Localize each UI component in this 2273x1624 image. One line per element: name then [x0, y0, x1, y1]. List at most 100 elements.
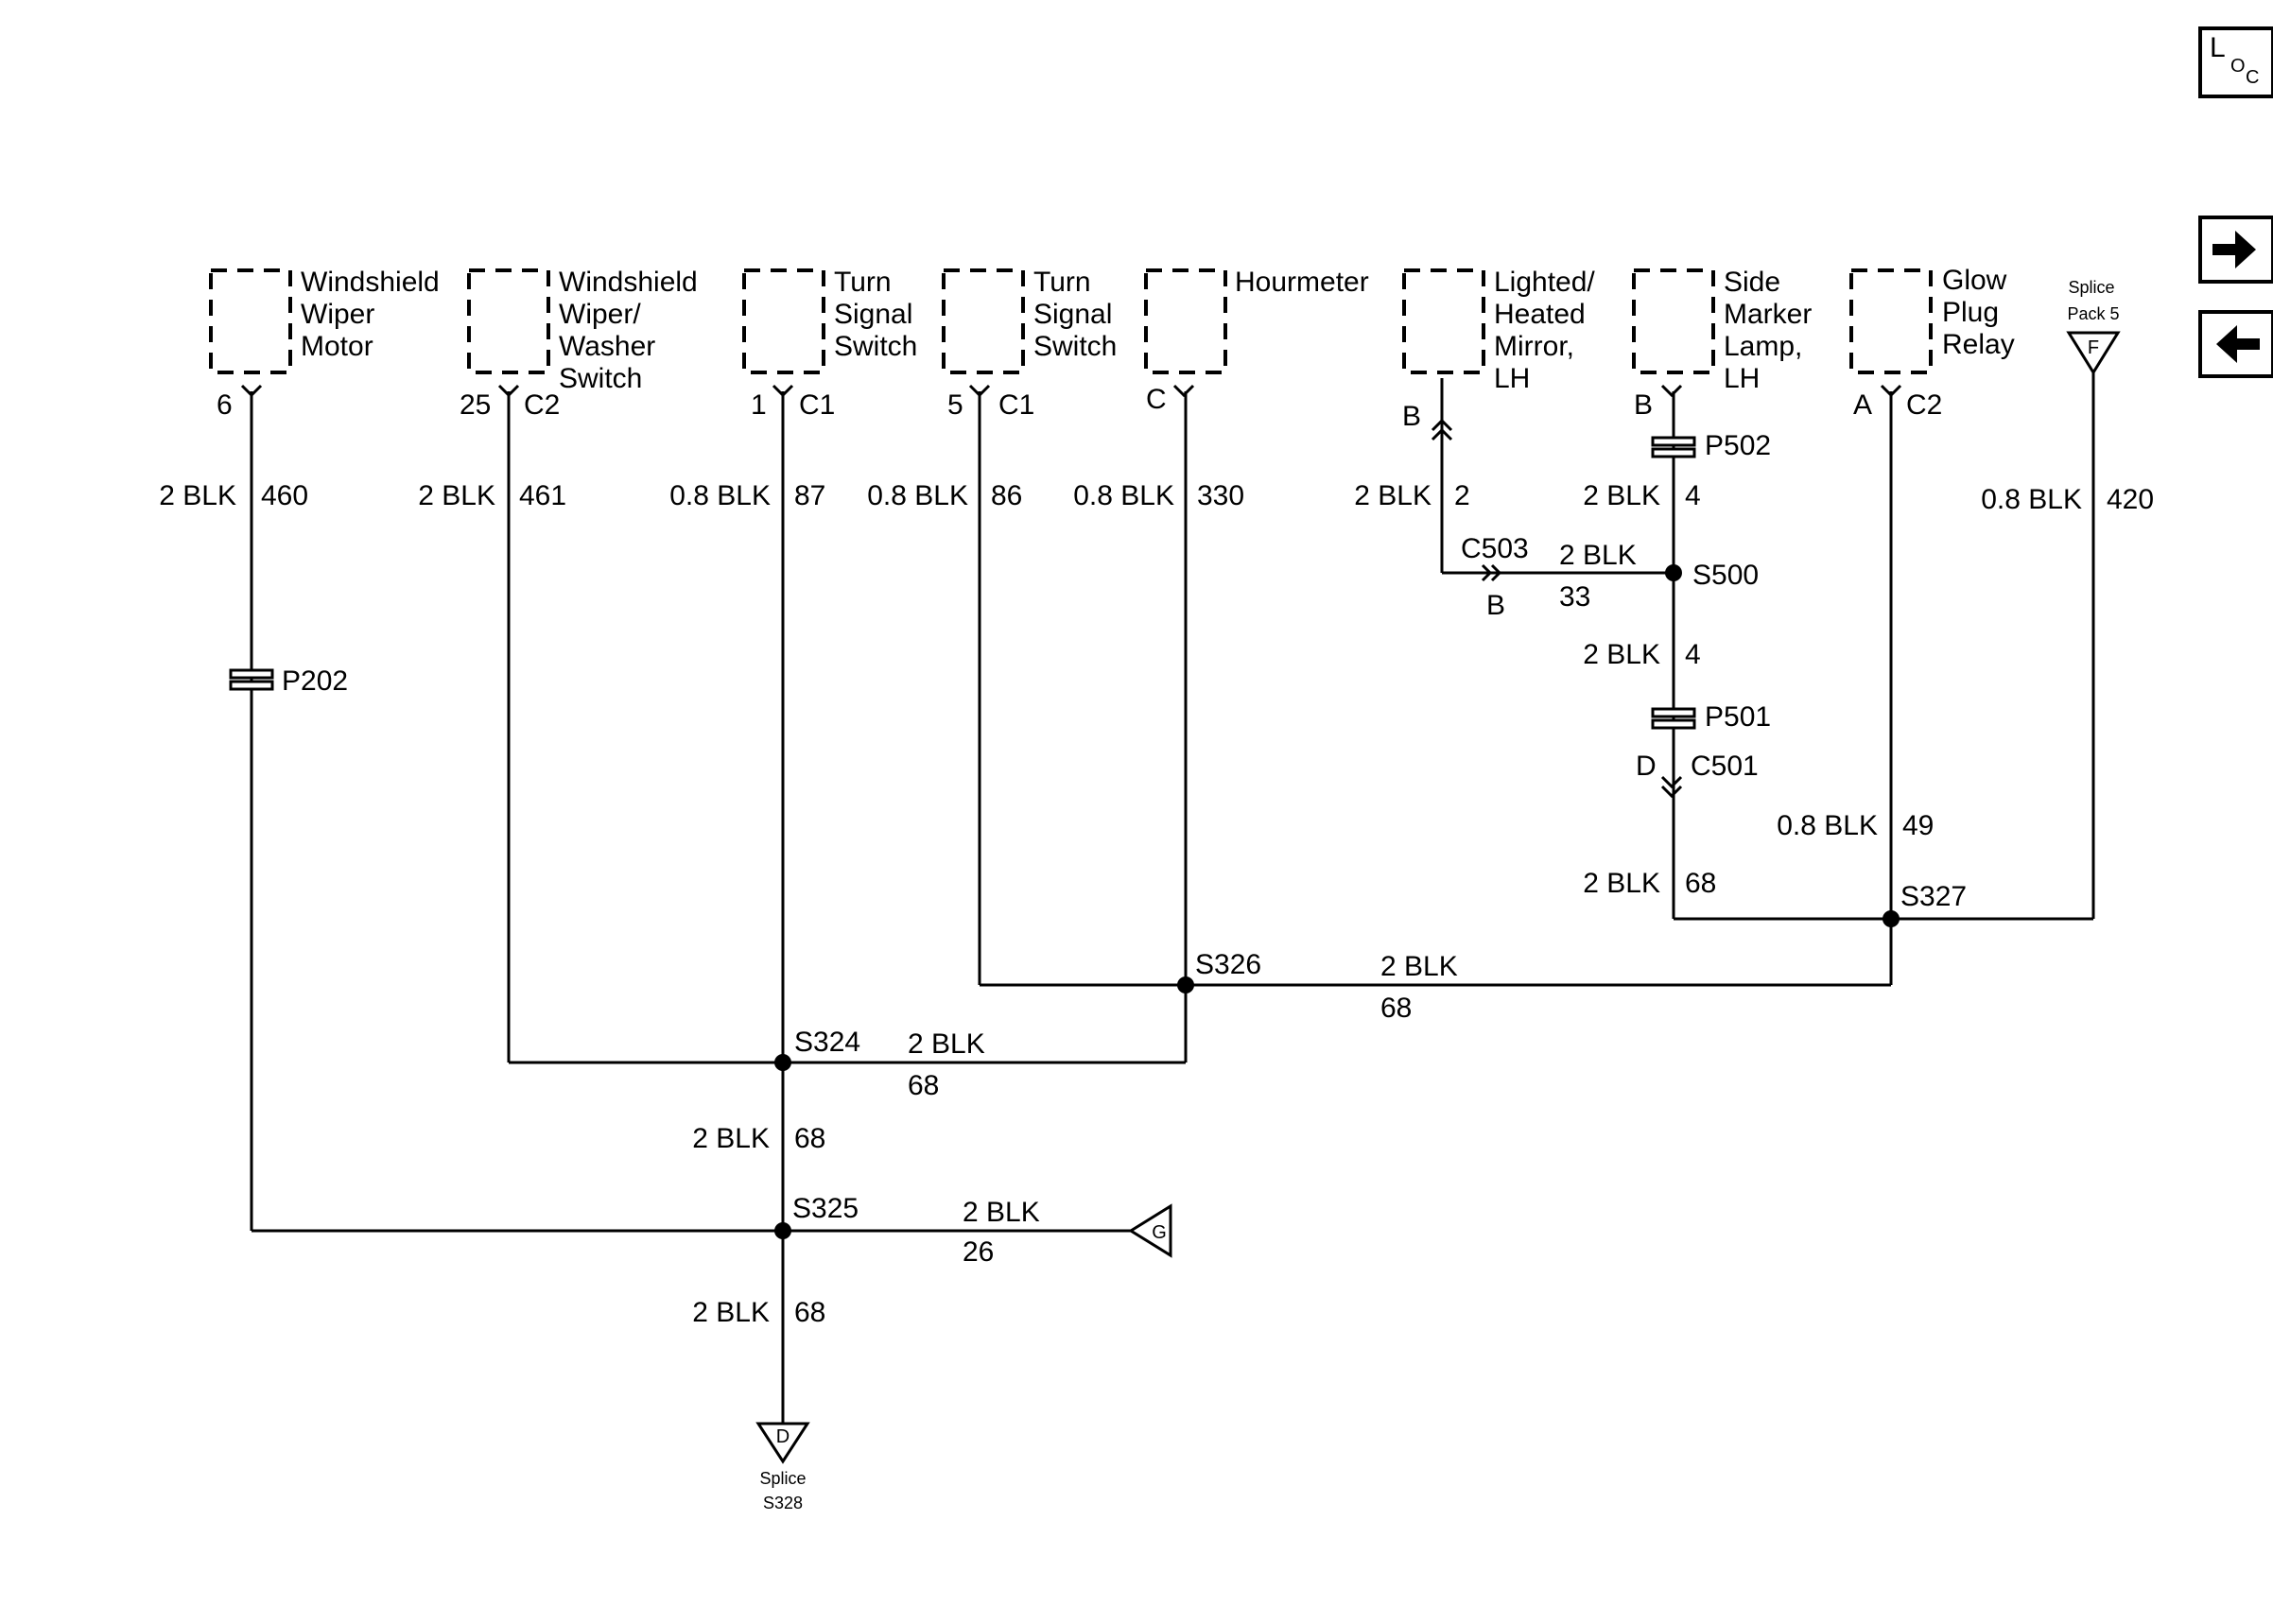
wire-spec: 2 BLK	[1559, 540, 1637, 571]
pin-label: B	[1402, 401, 1421, 432]
component-label: Motor	[301, 331, 373, 362]
p202-label: P202	[282, 665, 348, 697]
wire-spec: 2 BLK	[692, 1297, 770, 1328]
component-label: Glow	[1942, 265, 2007, 296]
ground-g-reference[interactable]: G	[1128, 1203, 1172, 1258]
inline-p501[interactable]: P501	[1651, 701, 1771, 733]
component-label: Signal	[834, 299, 912, 330]
component-side-marker[interactable]: Side Marker Lamp, LH B	[1632, 267, 1812, 421]
component-label: Relay	[1942, 329, 2015, 360]
component-label: Hourmeter	[1235, 267, 1369, 298]
svg-text:C: C	[2246, 67, 2259, 88]
component-label: LH	[1724, 363, 1760, 394]
splice-pack-letter: F	[2088, 337, 2099, 358]
component-label: Marker	[1724, 299, 1812, 330]
pin-label: 5	[947, 389, 963, 421]
wire-spec: 2 BLK	[1380, 951, 1458, 982]
component-glow-plug-relay[interactable]: Glow Plug Relay A C2	[1849, 265, 2015, 421]
splice-s500[interactable]: S500	[1665, 560, 1759, 591]
wire-spec: 2 BLK	[159, 480, 236, 511]
p502-label: P502	[1705, 430, 1771, 461]
p501-label: P501	[1705, 701, 1771, 733]
wire-circuit: 68	[794, 1123, 825, 1154]
wire-spec: 2 BLK	[1583, 480, 1660, 511]
wire-spec: 0.8 BLK	[1777, 810, 1878, 841]
splice-pack-5[interactable]: Splice Pack 5 F	[2066, 278, 2121, 375]
component-label: Washer	[559, 331, 655, 362]
arrow-left-icon	[2216, 325, 2260, 363]
connector-label: C1	[799, 389, 835, 421]
reference-label: S328	[763, 1494, 803, 1512]
wire-spec: 2 BLK	[908, 1028, 985, 1060]
next-button[interactable]	[2198, 216, 2273, 284]
pin-label: A	[1853, 389, 1872, 421]
wire-circuit: 460	[261, 480, 308, 511]
inline-p502[interactable]: P502	[1651, 430, 1771, 461]
component-label: Wiper	[301, 299, 374, 330]
component-label: Lighted/	[1494, 267, 1595, 298]
component-wiper-washer-switch[interactable]: Windshield Wiper/ Washer Switch 25 C2	[460, 267, 698, 421]
component-label: Mirror,	[1494, 331, 1574, 362]
wire-circuit: 68	[794, 1297, 825, 1328]
component-label: Signal	[1033, 299, 1112, 330]
component-label: LH	[1494, 363, 1530, 394]
splice-s326[interactable]: S326	[1177, 949, 1261, 993]
component-wiper-motor[interactable]: Windshield Wiper Motor 6	[209, 267, 440, 421]
wire-circuit: 4	[1685, 639, 1701, 670]
component-turn-signal-switch-1[interactable]: Turn Signal Switch 1 C1	[742, 267, 917, 421]
wire-circuit: 87	[794, 480, 825, 511]
splice-pack-label: Pack 5	[2067, 304, 2119, 323]
splice-pack-triangle	[2066, 331, 2121, 375]
splice-label: S324	[794, 1027, 860, 1058]
wire-circuit: 4	[1685, 480, 1701, 511]
splice-s328-reference[interactable]: D Splice S328	[755, 1422, 810, 1512]
svg-text:L: L	[2210, 32, 2226, 63]
pin-label: 6	[217, 389, 233, 421]
component-mirror[interactable]: Lighted/ Heated Mirror, LH B	[1402, 267, 1595, 432]
c503-label: C503	[1461, 533, 1529, 564]
reference-label: Splice	[759, 1469, 806, 1488]
prev-button[interactable]	[2198, 310, 2273, 378]
wire-spec: 2 BLK	[1583, 868, 1660, 899]
component-label: Heated	[1494, 299, 1586, 330]
loc-button[interactable]: L O C	[2198, 26, 2273, 98]
wire-circuit: 86	[991, 480, 1022, 511]
splice-label: S326	[1195, 949, 1261, 980]
inline-p202[interactable]: P202	[229, 665, 348, 697]
pin-label: C	[1146, 384, 1167, 415]
wire-circuit: 420	[2107, 484, 2154, 515]
component-label: Turn	[1033, 267, 1091, 298]
component-turn-signal-switch-2[interactable]: Turn Signal Switch 5 C1	[942, 267, 1117, 421]
wire-spec: 2 BLK	[1583, 639, 1660, 670]
component-label: Side	[1724, 267, 1780, 298]
wire-spec: 0.8 BLK	[1073, 480, 1174, 511]
c503-pin: B	[1486, 590, 1505, 621]
c501-label: C501	[1691, 751, 1759, 782]
splice-s327[interactable]: S327	[1883, 881, 1967, 927]
wire-circuit: 461	[519, 480, 566, 511]
component-label: Turn	[834, 267, 892, 298]
connector-c501[interactable]: D C501	[1636, 751, 1759, 782]
location-icon: L O C	[2210, 32, 2259, 88]
splice-s325[interactable]: S325	[774, 1193, 859, 1239]
ground-letter: G	[1152, 1222, 1167, 1243]
wire-circuit: 26	[963, 1236, 994, 1268]
component-label: Wiper/	[559, 299, 641, 330]
component-hourmeter[interactable]: Hourmeter C	[1144, 267, 1369, 415]
component-label: Plug	[1942, 297, 1999, 328]
pin-label: 1	[751, 389, 767, 421]
wire-spec: 0.8 BLK	[669, 480, 771, 511]
arrow-right-icon	[2212, 231, 2256, 268]
connector-marks	[240, 384, 1902, 799]
pin-label: B	[1634, 389, 1653, 421]
wire-spec: 2 BLK	[963, 1197, 1040, 1228]
reference-letter: D	[776, 1426, 789, 1447]
wire-circuit: 68	[1380, 993, 1412, 1024]
wire-spec: 2 BLK	[1354, 480, 1431, 511]
connector-c503[interactable]: C503 B	[1461, 533, 1529, 621]
component-label: Switch	[559, 363, 642, 394]
splice-label: S325	[792, 1193, 859, 1224]
wire-circuit: 68	[908, 1070, 939, 1101]
splice-s324[interactable]: S324	[774, 1027, 860, 1071]
wire-spec: 2 BLK	[418, 480, 495, 511]
